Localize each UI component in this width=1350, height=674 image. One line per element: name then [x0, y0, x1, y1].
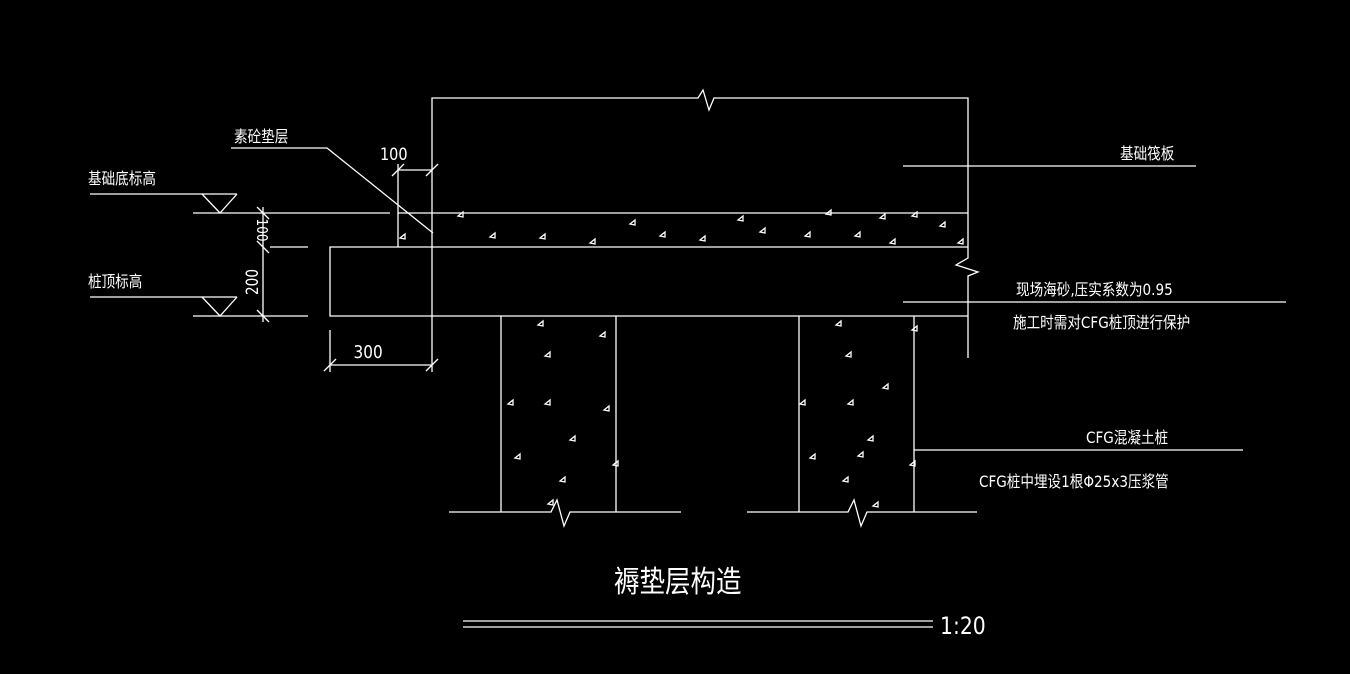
- label: 施工时需对CFG桩顶进行保护: [1013, 314, 1190, 332]
- aggregate-mark: [803, 230, 811, 238]
- dimension-300: 300: [323, 247, 439, 372]
- aggregate-mark: [808, 452, 816, 460]
- leader-pile: CFG混凝土桩 CFG桩中埋设1根Φ25x3压浆管: [914, 429, 1243, 491]
- aggregate-mark: [558, 475, 566, 483]
- aggregate-mark: [513, 452, 521, 460]
- aggregate-mark: [871, 500, 879, 508]
- aggregate-mark: [543, 398, 551, 406]
- aggregate-mark: [824, 208, 832, 216]
- dimension-text: 200: [243, 269, 263, 295]
- aggregate-mark: [598, 330, 606, 338]
- aggregate-mark: [866, 434, 874, 442]
- leader-raft: 基础筏板: [903, 144, 1196, 167]
- cfg-pile-left: [449, 316, 681, 528]
- aggregate-mark: [536, 319, 544, 327]
- label: 现场海砂,压实系数为0.95: [1016, 281, 1173, 299]
- label: 基础底标高: [88, 170, 156, 188]
- label: 基础筏板: [1120, 144, 1174, 163]
- raft-slab: [431, 88, 980, 358]
- aggregate-mark: [844, 350, 852, 358]
- aggregate-mark: [543, 350, 551, 358]
- aggregate-mark: [588, 237, 596, 245]
- leader-sand: 现场海砂,压实系数为0.95 施工时需对CFG桩顶进行保护: [903, 281, 1286, 332]
- aggregate-mark: [834, 319, 842, 327]
- leader-cushion: 素砼垫层: [231, 128, 434, 234]
- dimension-text: 100: [380, 144, 408, 164]
- aggregate-mark: [488, 231, 496, 239]
- aggregate-mark: [938, 220, 946, 228]
- label: 桩顶标高: [88, 273, 142, 291]
- elevation-pile-top: 桩顶标高: [88, 273, 238, 317]
- aggregate-mark: [658, 230, 666, 238]
- aggregate-mark: [841, 475, 849, 483]
- sand-layer: [193, 246, 968, 317]
- drawing-title-block: 褥垫层构造 1:20: [463, 564, 986, 640]
- aggregate-mark: [456, 210, 464, 218]
- aggregate-mark: [910, 210, 918, 218]
- label: CFG混凝土桩: [1086, 429, 1168, 447]
- drawing-scale: 1:20: [940, 612, 986, 640]
- elevation-foundation-bottom: 基础底标高: [88, 170, 238, 214]
- label: CFG桩中埋设1根Φ25x3压浆管: [979, 472, 1169, 491]
- aggregate-mark: [758, 226, 766, 234]
- aggregate-mark: [546, 498, 554, 506]
- aggregate-mark: [602, 404, 610, 412]
- aggregate-mark: [798, 398, 806, 406]
- aggregate-mark: [888, 237, 896, 245]
- drawing-title: 褥垫层构造: [614, 564, 742, 600]
- dimension-vertical: 100 200: [243, 206, 271, 323]
- aggregate-mark: [878, 212, 886, 220]
- aggregate-mark: [846, 398, 854, 406]
- aggregate-mark: [698, 234, 706, 242]
- aggregate-mark: [628, 218, 636, 226]
- aggregate-mark: [568, 434, 576, 442]
- aggregate-mark: [506, 398, 514, 406]
- label: 素砼垫层: [234, 128, 288, 146]
- dimension-100-top: 100: [380, 144, 439, 177]
- cfg-pile-right: [747, 316, 977, 528]
- concrete-cushion: [193, 164, 968, 247]
- aggregate-mark: [881, 382, 889, 390]
- aggregate-marks: [398, 208, 964, 245]
- aggregate-mark: [611, 459, 619, 467]
- aggregate-mark: [908, 459, 916, 467]
- aggregate-mark: [956, 237, 964, 245]
- aggregate-mark: [538, 232, 546, 240]
- aggregate-mark: [853, 230, 861, 238]
- aggregate-mark: [736, 214, 744, 222]
- aggregate-mark: [398, 232, 406, 240]
- dimension-text: 300: [354, 341, 383, 363]
- aggregate-mark: [910, 324, 918, 332]
- aggregate-mark: [856, 450, 864, 458]
- dimension-text: 100: [253, 219, 271, 242]
- aggregate-marks: [506, 319, 918, 508]
